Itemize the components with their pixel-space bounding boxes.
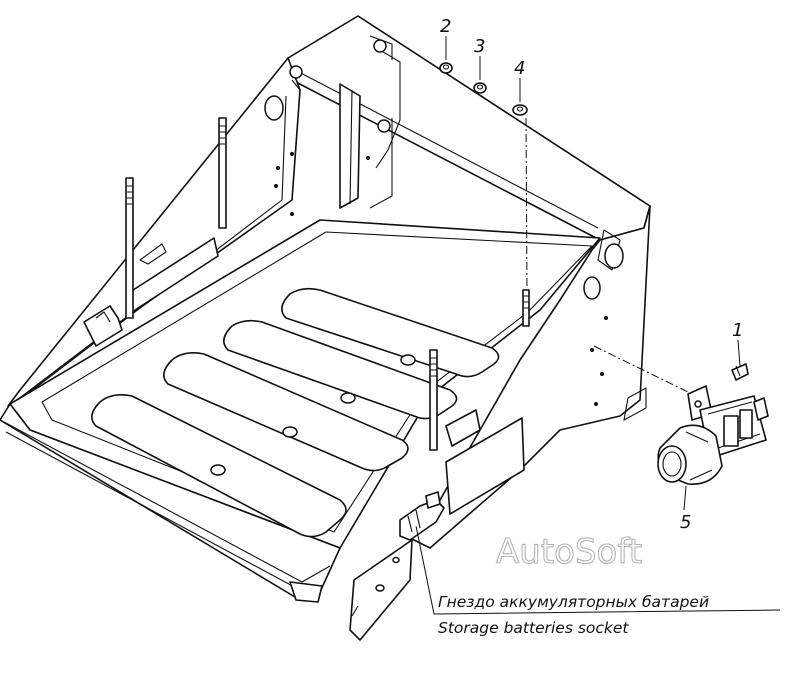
clamp-rod [125,177,134,319]
assembly-axes [525,117,689,393]
clamp-rod [429,349,438,451]
callout-5: 5 [680,512,691,533]
tray-hole [400,354,416,366]
tray-hole [210,464,226,476]
back-wall-strip [339,83,361,209]
caption-en: Storage batteries socket [438,619,629,637]
mass-switch [657,385,769,485]
frame-holes [264,39,624,406]
clamp-rod [522,289,530,327]
nameplate [445,417,525,515]
callout-3: 3 [474,36,485,57]
bolt [731,363,749,381]
callout-4: 4 [514,58,525,79]
tray-pad-3 [223,319,458,420]
caption-ru: Гнездо аккумуляторных батарей [438,593,709,611]
tray-hole [282,426,298,438]
tray [0,219,601,603]
tray-pad-4 [281,287,500,378]
leader-lines [415,36,781,615]
watermark: AutoSoft [496,532,642,572]
tray-hole [340,392,356,404]
lock-washer [473,82,487,94]
callout-2: 2 [440,16,451,37]
mounting-leg [349,539,413,641]
callout-1: 1 [732,320,743,341]
tray-pad-2 [163,352,409,472]
nut [439,62,453,74]
fasteners [439,62,749,381]
clamp-rod [218,117,227,229]
clamp-rods [125,117,530,451]
flat-washer [512,104,528,116]
right-front-bracket [399,409,525,541]
